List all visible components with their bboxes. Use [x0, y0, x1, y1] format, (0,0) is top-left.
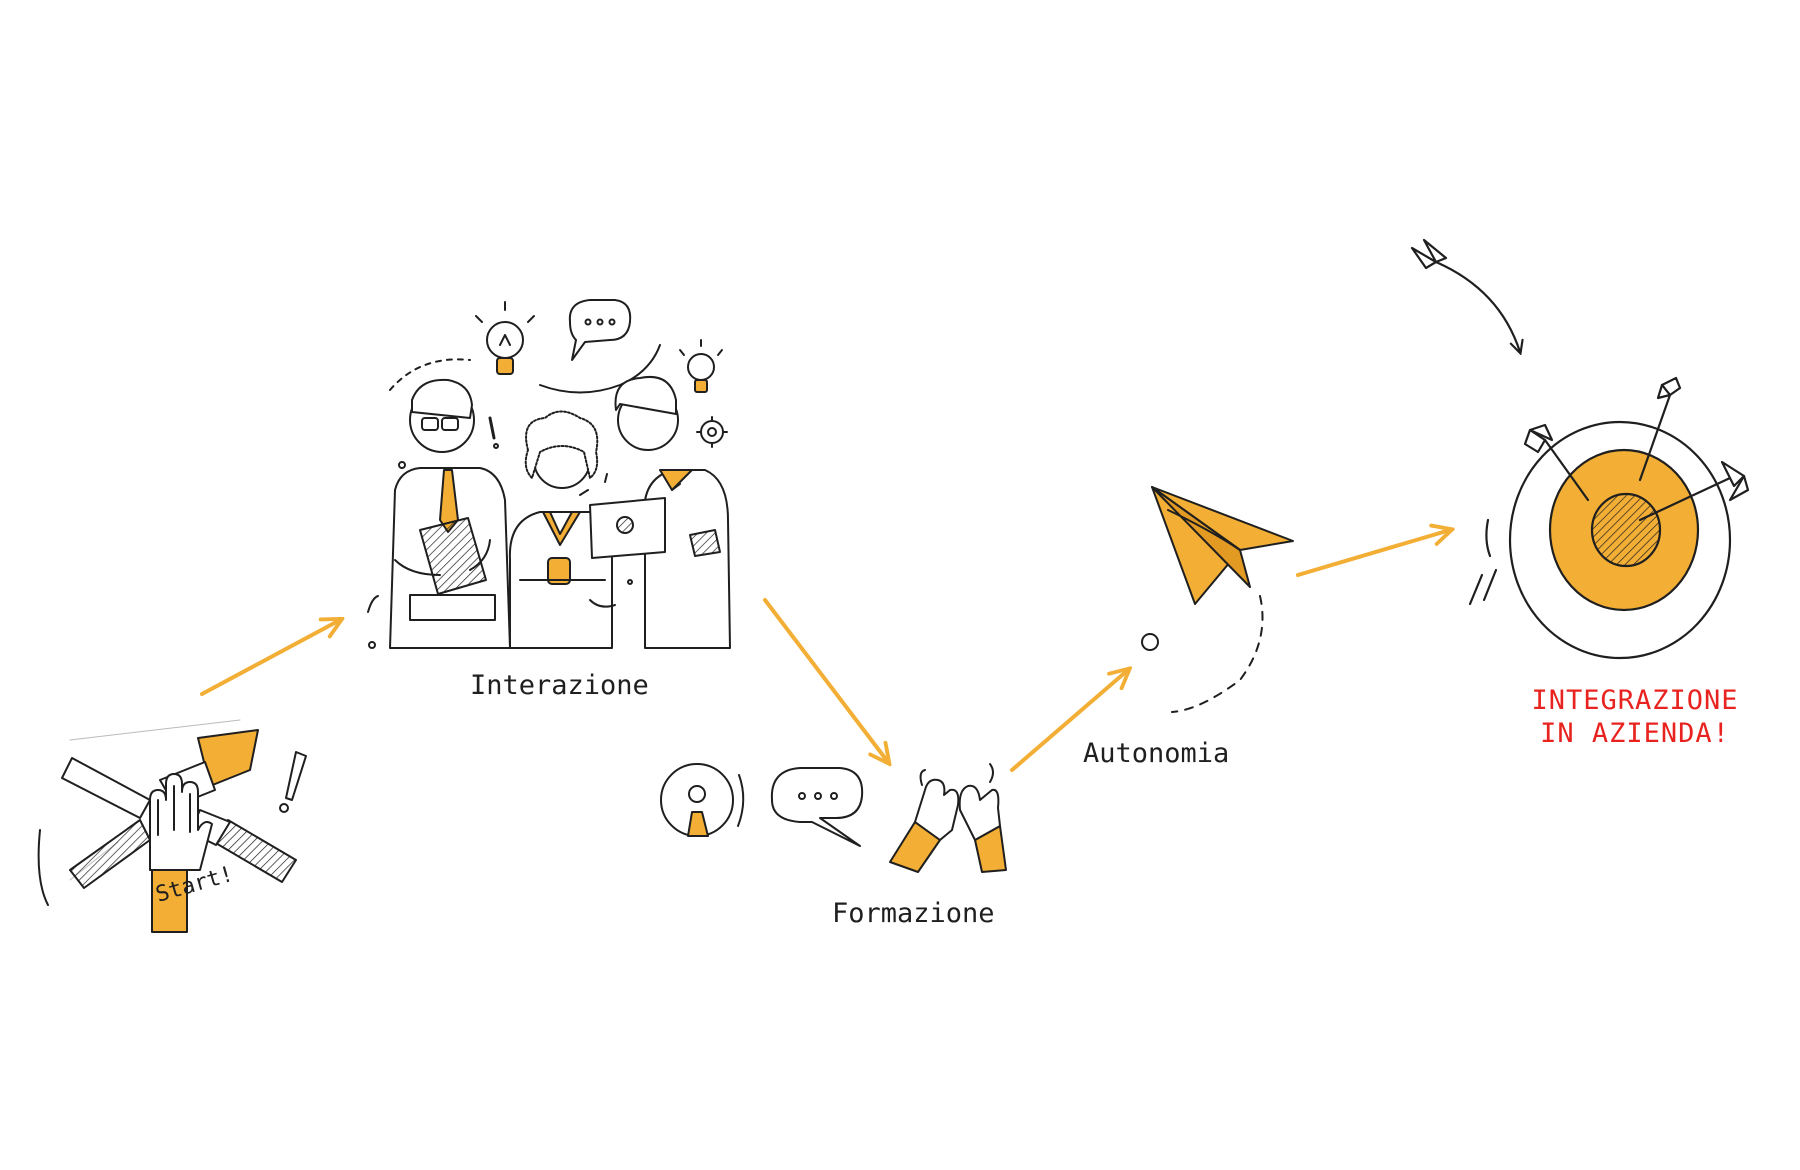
lightbulb-icon [679, 339, 723, 393]
goal-label-line2: IN AZIENDA! [1540, 718, 1730, 749]
chat-bubble-icon [770, 767, 864, 847]
step-label-formazione: Formazione [832, 898, 995, 929]
step-label-interazione: Interazione [470, 670, 649, 701]
target-icon [1410, 238, 1750, 660]
high-five-icon [889, 763, 1007, 873]
flow-arrow-2 [763, 598, 888, 762]
chat-bubble-icon [568, 299, 632, 361]
team-people-icon [367, 299, 731, 649]
lightbulb-icon [475, 301, 535, 375]
exclamation-icon [279, 751, 307, 813]
flow-arrow-1 [200, 620, 340, 696]
flow-arrow-4 [1296, 530, 1450, 577]
paper-plane-icon [1141, 486, 1294, 713]
person-avatar-icon [660, 763, 745, 837]
stacked-hands-icon [37, 719, 307, 933]
goal-label: INTEGRAZIONE IN AZIENDA! [1490, 684, 1780, 750]
goal-label-line1: INTEGRAZIONE [1531, 685, 1739, 716]
flow-arrow-3 [1010, 670, 1128, 772]
step-label-autonomia: Autonomia [1083, 738, 1229, 769]
gear-icon [696, 416, 728, 448]
arrow-icon [1410, 238, 1520, 352]
